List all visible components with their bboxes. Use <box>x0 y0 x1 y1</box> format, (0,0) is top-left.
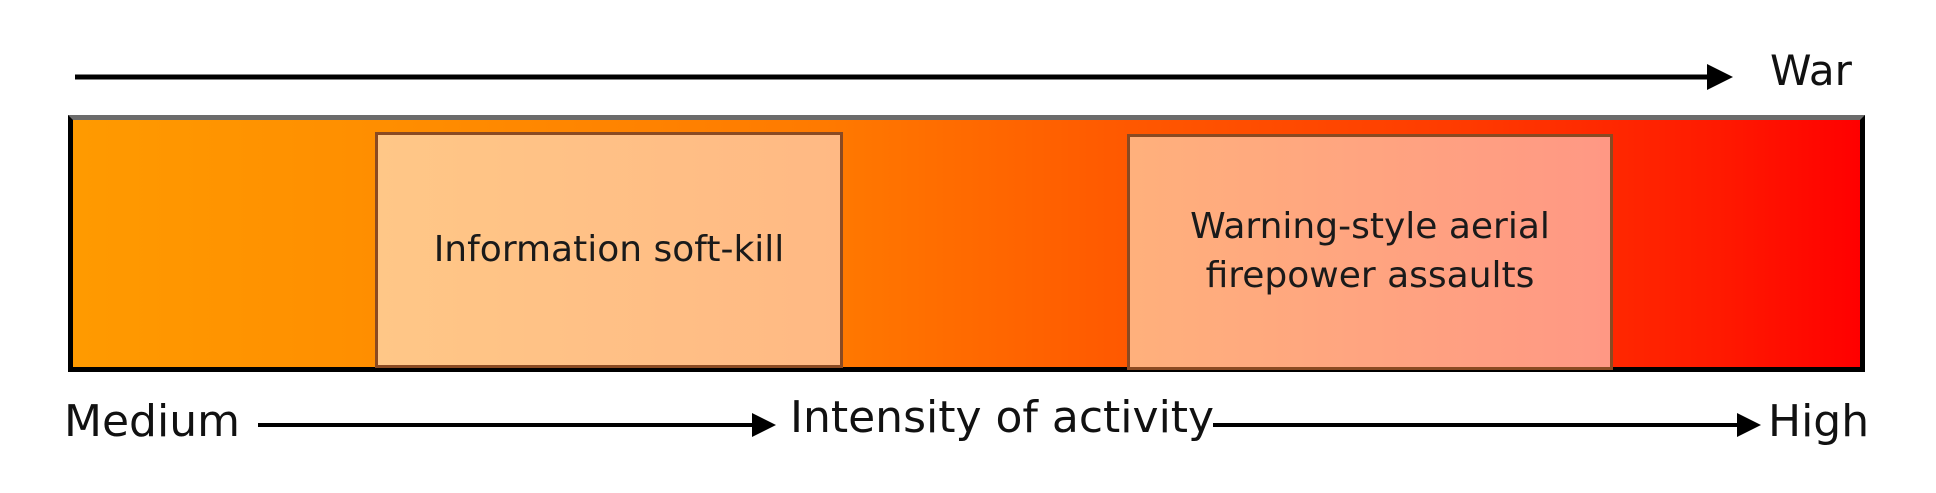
activity-label: Information soft-kill <box>433 228 785 270</box>
medium-label: Medium <box>64 396 240 447</box>
activity-box-aerial-assaults: Warning-style aerial firepower assaults <box>1127 134 1613 370</box>
high-label: High <box>1768 396 1870 447</box>
activity-label: Warning-style aerial firepower assaults <box>1190 206 1550 296</box>
intensity-of-activity-label: Intensity of activity <box>790 392 1215 443</box>
activity-box-information-soft-kill: Information soft-kill <box>375 132 843 368</box>
right-intensity-arrow <box>1213 413 1761 437</box>
war-label: War <box>1770 46 1852 95</box>
war-direction-arrow <box>75 64 1733 90</box>
intensity-spectrum-bar: Information soft-kill Warning-style aeri… <box>68 115 1865 372</box>
left-intensity-arrow <box>258 413 776 437</box>
